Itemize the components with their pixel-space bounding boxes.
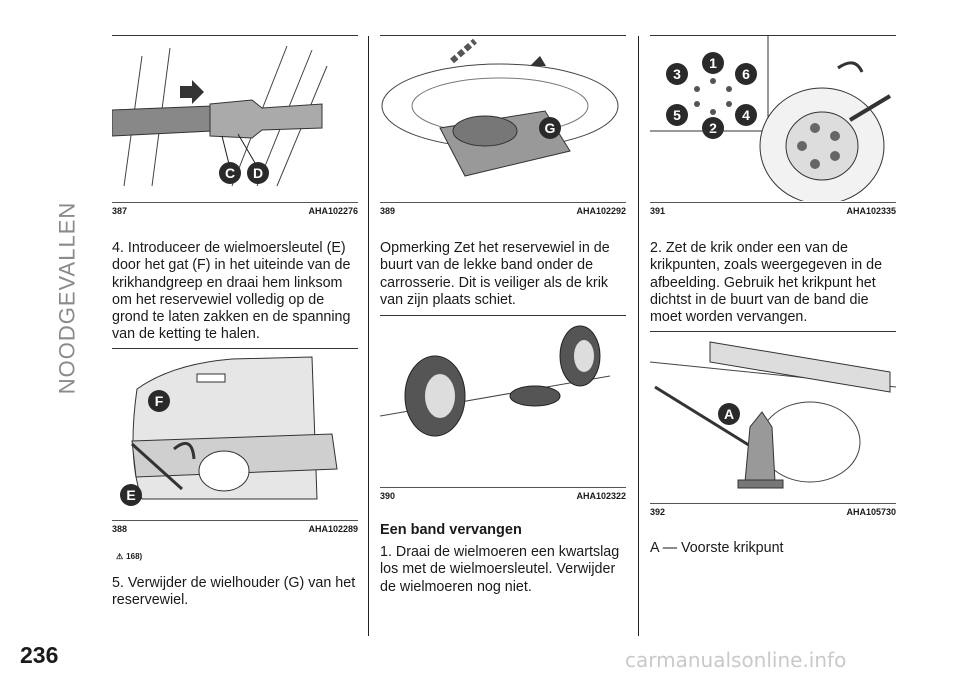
figure-number: 388 xyxy=(112,524,128,534)
nut-label-5: 5 xyxy=(673,107,681,123)
jack-point-illustration: A xyxy=(650,341,896,489)
figure-caption: 390 AHA102322 xyxy=(380,487,626,505)
figure-391: 1 3 6 5 4 2 xyxy=(650,35,896,201)
figure-389: G xyxy=(380,35,626,201)
figure-code: AHA102335 xyxy=(846,206,896,216)
bumper-illustration: F E xyxy=(120,356,338,506)
figure-caption: 387 AHA102276 xyxy=(112,202,358,220)
note-reference: 168) xyxy=(126,552,143,561)
label-e: E xyxy=(126,487,135,503)
label-f: F xyxy=(155,393,164,409)
note-paragraph: Opmerking Zet het reservewiel in de buur… xyxy=(380,240,610,308)
lug-nut-order-illustration: 1 3 6 5 4 2 xyxy=(650,36,892,201)
figure-390 xyxy=(380,315,626,486)
wheel-holder-illustration: G xyxy=(381,38,619,177)
page-number: 236 xyxy=(20,642,59,668)
instruction-step-2: 2. Zet de krik onder een van de krikpunt… xyxy=(650,240,883,326)
section-title-text: NOODGEVALLEN xyxy=(54,201,80,395)
label-d: D xyxy=(253,165,263,181)
nut-label-4: 4 xyxy=(742,107,750,123)
label-c: C xyxy=(225,165,235,181)
figure-code: AHA102276 xyxy=(308,206,358,216)
wrench-illustration: C D xyxy=(112,45,328,187)
figure-caption: 391 AHA102335 xyxy=(650,202,896,220)
figure-code: AHA102292 xyxy=(576,206,626,216)
nut-label-2: 2 xyxy=(709,120,717,136)
section-title: NOODGEVALLEN xyxy=(52,202,82,395)
spare-wheel-placement-illustration xyxy=(380,325,611,437)
figure-number: 392 xyxy=(650,507,666,517)
column-divider xyxy=(638,36,639,636)
instruction-step-1: 1. Draai de wielmoeren een kwartslag los… xyxy=(380,544,620,595)
warning-icon: ⚠ xyxy=(116,552,124,561)
figure-392: A xyxy=(650,331,896,502)
figure-code: AHA102322 xyxy=(576,491,626,501)
figure-caption: 392 AHA105730 xyxy=(650,503,896,521)
figure-388: F E xyxy=(112,348,358,519)
warning-note: ⚠ 168) xyxy=(116,552,142,561)
nut-label-1: 1 xyxy=(709,55,717,71)
watermark: carmanualsonline.info xyxy=(625,648,847,672)
figure-code: AHA105730 xyxy=(846,507,896,517)
figure-number: 387 xyxy=(112,206,128,216)
figure-caption: 389 AHA102292 xyxy=(380,202,626,220)
instruction-step-5: 5. Verwijder de wielhouder (G) van het r… xyxy=(112,575,356,609)
figure-number: 390 xyxy=(380,491,396,501)
label-a: A xyxy=(724,406,734,422)
figure-caption: 388 AHA102289 xyxy=(112,520,358,538)
label-g: G xyxy=(545,120,556,136)
figure-number: 391 xyxy=(650,206,666,216)
figure-387: C D xyxy=(112,35,358,201)
figure-number: 389 xyxy=(380,206,396,216)
nut-label-3: 3 xyxy=(673,66,681,82)
instruction-step-4: 4. Introduceer de wielmoersleutel (E) do… xyxy=(112,240,351,343)
section-heading: Een band vervangen xyxy=(380,522,522,538)
figure-legend: A — Voorste krikpunt xyxy=(650,540,784,556)
figure-code: AHA102289 xyxy=(308,524,358,534)
column-divider xyxy=(368,36,369,636)
nut-label-6: 6 xyxy=(742,66,750,82)
